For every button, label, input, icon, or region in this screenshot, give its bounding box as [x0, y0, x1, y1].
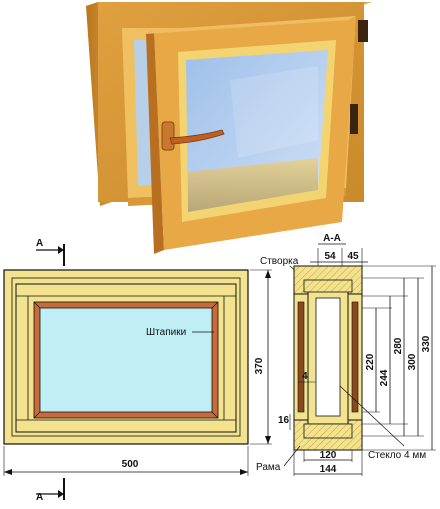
front-elevation: A Штапики 370 — [3, 238, 272, 503]
handle-plate-icon — [161, 121, 175, 151]
dim-sec-54: 54 — [324, 251, 336, 262]
section-joint-bottom — [303, 423, 353, 439]
dim-arrow-h-top — [265, 270, 271, 278]
frame-inner-line — [11, 277, 241, 437]
dim-sec-144: 144 — [320, 464, 337, 475]
handle-lever-icon — [169, 129, 225, 145]
leader-rama — [283, 445, 301, 467]
window-3d-illustration — [86, 2, 372, 254]
label-shtapiki: Штапики — [146, 327, 186, 338]
section-arrow-bottom — [58, 490, 64, 498]
dim-front-height: 370 — [254, 357, 265, 374]
hinge-top-icon — [358, 20, 368, 42]
dim-sec-4: 4 — [302, 371, 308, 382]
dim-sec-300: 300 — [407, 353, 418, 370]
label-steklo: Стекло 4 мм — [368, 450, 426, 461]
bead-miter-bl — [33, 411, 41, 419]
section-view: A-A 54 45 Створка 4 16 — [256, 233, 436, 476]
section-title: A-A — [323, 233, 341, 244]
bead-miter-br — [211, 411, 219, 419]
dim-sec-16: 16 — [278, 415, 290, 426]
sash-top-edge — [146, 16, 356, 34]
sill-through-glass — [188, 158, 318, 212]
glass-reflection — [230, 66, 318, 158]
vertical-dimensions: 220 244 280 300 330 — [362, 265, 436, 451]
dim-sec-120: 120 — [320, 450, 337, 461]
section-arrow-top — [58, 246, 64, 254]
hinge-bottom-icon — [350, 104, 358, 134]
dim-arrow-w-right — [240, 469, 248, 475]
bead-miter-tl — [33, 301, 41, 309]
sash-side-3d — [146, 30, 164, 254]
dim-sec-244: 244 — [379, 369, 390, 386]
section-mark-top: A — [36, 238, 43, 249]
section-joint-top — [303, 279, 353, 293]
dim-arrow-w-left — [4, 469, 12, 475]
dim-front-width: 500 — [122, 459, 139, 470]
bead-miter-tr — [211, 301, 219, 309]
section-mark-bottom: A — [36, 492, 43, 503]
dim-sec-330: 330 — [421, 335, 432, 352]
section-bead-right — [351, 301, 359, 413]
dim-sec-45: 45 — [347, 251, 359, 262]
label-stvorka: Створка — [260, 256, 299, 267]
section-glass — [315, 297, 341, 417]
section-bead-left — [297, 301, 305, 413]
label-rama: Рама — [256, 462, 281, 473]
dim-sec-220: 220 — [365, 353, 376, 370]
glass-pane — [39, 307, 213, 413]
dim-arrow-h-bottom — [265, 436, 271, 444]
dim-sec-280: 280 — [393, 337, 404, 354]
